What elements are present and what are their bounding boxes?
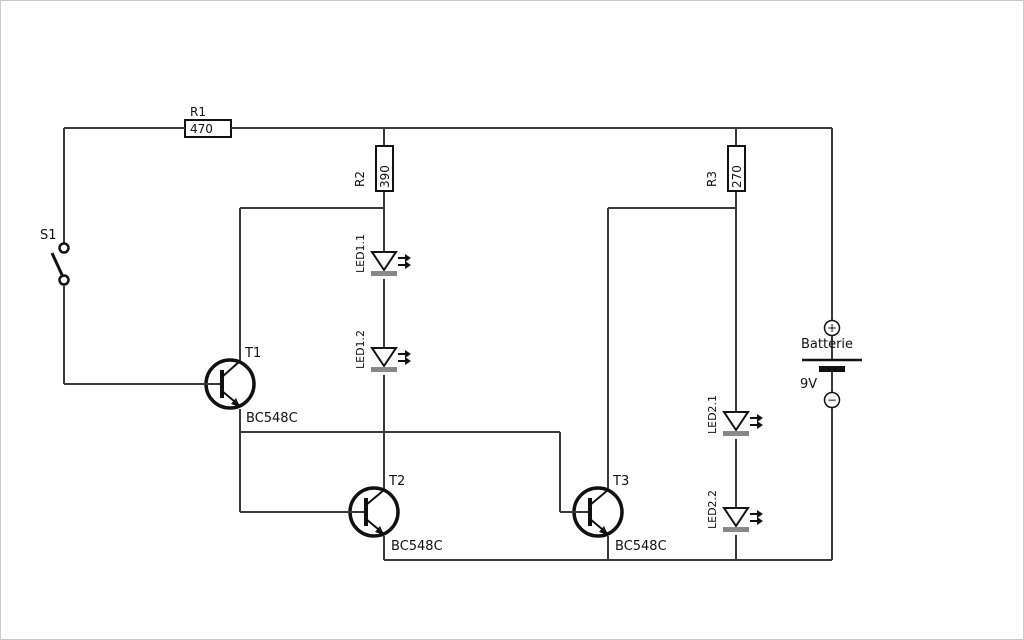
- led-1-1[interactable]: LED1.1: [354, 234, 412, 277]
- battery[interactable]: + − Batterie 9V: [800, 306, 862, 421]
- t2-type-label: BC548C: [391, 539, 443, 554]
- resistor-r2[interactable]: 390 R2: [353, 145, 394, 192]
- r2-value-label: 390: [378, 165, 392, 188]
- battery-ref-label: Batterie: [801, 337, 853, 352]
- resistor-r3[interactable]: 270 R3: [705, 145, 746, 192]
- led22-ref-label: LED2.2: [706, 490, 719, 529]
- led-1-2[interactable]: LED1.2: [354, 330, 412, 373]
- switch-s1[interactable]: S1: [40, 221, 70, 306]
- transistor-t1[interactable]: T1 BC548C: [196, 346, 298, 426]
- r1-value-label: 470: [190, 122, 213, 136]
- transistor-t2[interactable]: T2 BC548C: [346, 474, 443, 554]
- s1-ref-label: S1: [40, 228, 57, 243]
- r3-value-label: 270: [730, 165, 744, 188]
- led11-ref-label: LED1.1: [354, 234, 367, 273]
- t2-ref-label: T2: [388, 474, 405, 489]
- r3-ref-label: R3: [705, 171, 719, 187]
- t1-type-label: BC548C: [246, 411, 298, 426]
- battery-plus-sign: +: [827, 321, 837, 335]
- wires: [63, 127, 833, 561]
- led-2-1[interactable]: LED2.1: [706, 395, 764, 437]
- led21-ref-label: LED2.1: [706, 395, 719, 434]
- led-2-2[interactable]: LED2.2: [706, 490, 764, 533]
- resistor-r1[interactable]: R1 470: [161, 105, 256, 138]
- r1-ref-label: R1: [190, 105, 206, 119]
- t1-ref-label: T1: [244, 346, 261, 361]
- t3-type-label: BC548C: [615, 539, 667, 554]
- led12-ref-label: LED1.2: [354, 330, 367, 369]
- battery-minus-sign: −: [827, 393, 837, 407]
- transistor-t3[interactable]: T3 BC548C: [571, 474, 667, 554]
- t3-ref-label: T3: [612, 474, 629, 489]
- r2-ref-label: R2: [353, 171, 367, 187]
- battery-voltage-label: 9V: [800, 377, 817, 392]
